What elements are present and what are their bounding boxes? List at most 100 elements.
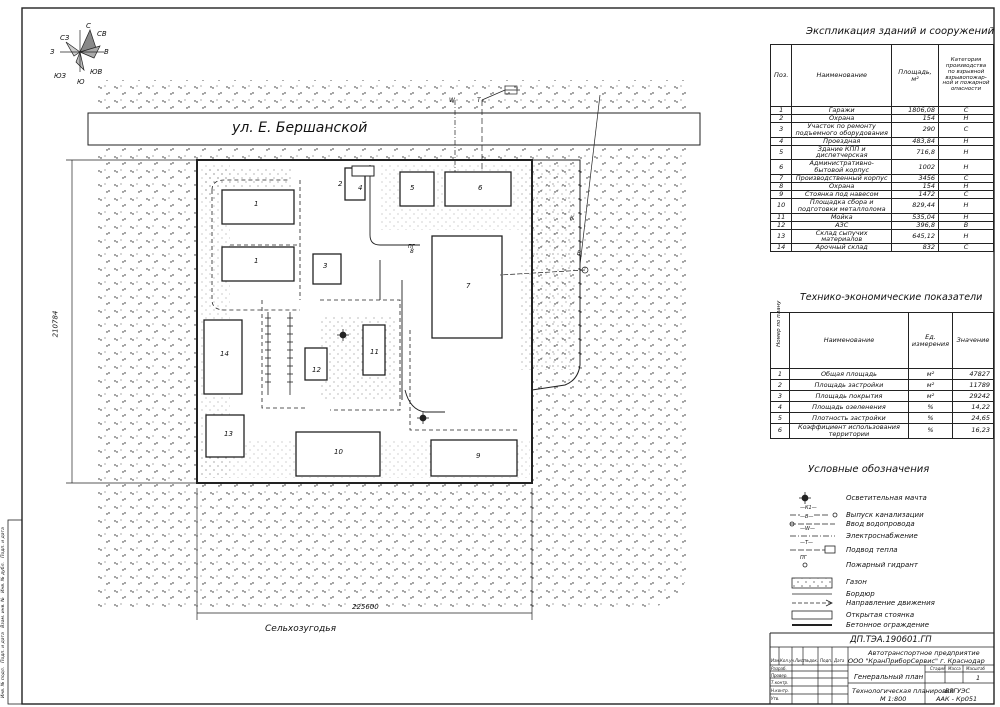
legend-symbol-text: —В— (800, 514, 814, 520)
building-label: 7 (466, 282, 471, 290)
tep-title: Технико-экономические показатели (800, 292, 983, 303)
explication-cell: 483,84 (891, 136, 939, 146)
utility-mark: В (577, 250, 582, 257)
explication-cell: Н (938, 228, 994, 245)
compass-label: В (104, 48, 109, 56)
explication-cell: АЗС (791, 220, 892, 230)
legend-symbol-text: ПГ (800, 555, 807, 561)
col-header: Наименование (791, 44, 892, 107)
legend-item-label: Ввод водопровода (846, 520, 915, 528)
dimension-horizontal: 225600 (352, 603, 379, 611)
legend-symbol-text: —W— (800, 526, 815, 532)
building-label: 13 (224, 430, 233, 438)
explication-cell: С (938, 189, 994, 199)
sheet-number: 1 (976, 674, 981, 682)
col-header: Ед. измерения (907, 312, 954, 369)
tep-table: Номер по плану Наименование Ед. измерени… (770, 300, 994, 439)
explication-cell: 1472 (891, 189, 939, 199)
legend-item-label: Электроснабжение (846, 532, 918, 540)
explication-cell: 832 (891, 243, 939, 253)
building-6 (444, 171, 512, 207)
curbs (369, 165, 445, 413)
tep-cell: 16,23 (952, 423, 994, 439)
explication-cell: Н (938, 212, 994, 222)
explication-cell: 11 (769, 212, 793, 222)
compass-label: ЮВ (90, 68, 103, 76)
tep-cell: Площадь озеленения (789, 401, 909, 413)
side-strip-label: Взам. инв. № (0, 597, 6, 628)
light-mast-icon (337, 329, 429, 424)
dimension-vertical: 210784 (51, 310, 60, 338)
street-name: ул. Е. Бершанской (232, 120, 368, 136)
col-header: Значение (952, 312, 994, 369)
explication-title: Экспликация зданий и сооружений (806, 26, 995, 37)
building-10 (295, 431, 381, 477)
legend-item-label: Направление движения (846, 599, 935, 607)
tep-cell: 47827 (952, 368, 994, 380)
lawn-right-strip (520, 165, 575, 370)
explication-cell: С (938, 122, 994, 138)
building-label: 1 (254, 257, 259, 265)
explication-cell: 5 (769, 144, 793, 161)
compass-label: С (86, 22, 91, 30)
explication-cell: 12 (769, 220, 793, 230)
explication-cell: 4 (769, 136, 793, 146)
explication-cell: С (938, 243, 994, 253)
explication-cell: Административно-бытовой корпус (791, 159, 892, 175)
dimension-lines (66, 159, 533, 620)
side-strip-label: Подп. и дата (0, 527, 6, 558)
building-label: 6 (478, 184, 483, 192)
side-strip-label: Инв. № дубл. (0, 562, 6, 593)
explication-cell: Проездная (791, 136, 892, 146)
building-7 (431, 235, 503, 339)
explication-cell: 535,04 (891, 212, 939, 222)
explication-cell: 14 (769, 243, 793, 253)
compass-label: СВ (97, 30, 107, 38)
explication-cell: 290 (891, 122, 939, 138)
tep-cell: Площадь покрытия (789, 390, 909, 402)
building-label: 12 (312, 366, 321, 374)
tep-cell: м² (907, 368, 954, 380)
building-12 (304, 347, 328, 381)
col-header: Наименование (789, 312, 909, 369)
explication-cell: Н (938, 136, 994, 146)
explication-cell: В (938, 220, 994, 230)
explication-cell: 396,8 (891, 220, 939, 230)
stamp-role: Провер. (771, 673, 788, 678)
explication-cell: 6 (769, 159, 793, 175)
stamp-stage: Масштаб (966, 666, 986, 671)
tep-cell: м² (907, 379, 954, 391)
building-label: 1 (254, 200, 259, 208)
tep-cell: Общая площадь (789, 368, 909, 380)
legend-item-label: Бордюр (846, 590, 875, 598)
building-9 (430, 439, 518, 477)
legend-item-label: Пожарный гидрант (846, 561, 918, 569)
org-line-1: Автотранспортное предприятие (868, 649, 980, 657)
stamp-head: Дата (834, 658, 845, 663)
legend-item-label: Подвод тепла (846, 546, 898, 554)
building-14 (203, 319, 243, 395)
stamp-head: Изм. (771, 658, 781, 663)
building-label: 3 (323, 262, 328, 270)
tep-cell: 3 (770, 390, 790, 402)
explication-cell: Склад сыпучих материалов (791, 228, 892, 245)
explication-cell: 645,12 (891, 228, 939, 245)
side-strip-label: Подп. и дата (0, 632, 6, 663)
building-1b (221, 246, 295, 282)
utility-mark: ПГ (408, 244, 415, 250)
legend-item-label: Открытая стоянка (846, 611, 915, 619)
university: ВРГУЭС (945, 687, 971, 695)
utility-mark: W (449, 97, 455, 104)
tep-cell: 5 (770, 412, 790, 424)
